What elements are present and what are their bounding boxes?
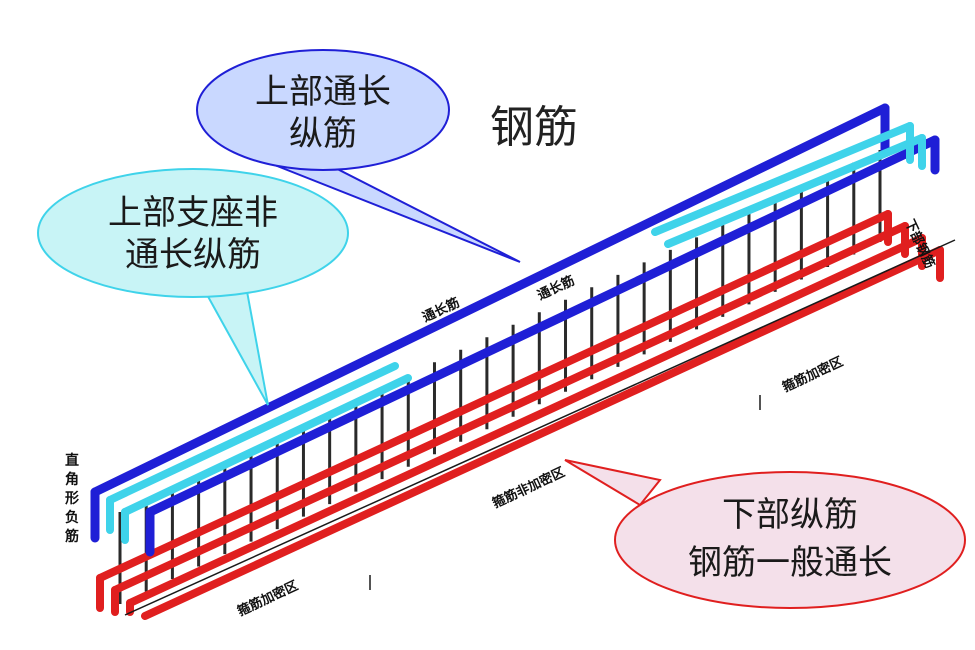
stirrup-dense-zone-label: 箍筋加密区 bbox=[780, 354, 846, 396]
svg-text:下部纵筋: 下部纵筋 bbox=[722, 495, 858, 535]
dimension-lines bbox=[124, 239, 956, 616]
diagram-title: 钢筋 bbox=[490, 102, 578, 153]
upper-support-bars bbox=[106, 122, 926, 544]
svg-text:形: 形 bbox=[65, 490, 79, 507]
svg-text:筋: 筋 bbox=[65, 528, 79, 545]
callout-lower: 下部纵筋 钢筋一般通长 bbox=[564, 459, 966, 609]
stirrup-dense-zone-label: 箍筋加密区 bbox=[235, 578, 301, 620]
corner-negative-bar-label: 直 角 形 负 筋 bbox=[65, 452, 79, 545]
svg-text:直: 直 bbox=[65, 452, 79, 469]
svg-text:纵筋: 纵筋 bbox=[289, 114, 357, 154]
lower-longitudinal-bars bbox=[96, 210, 944, 620]
svg-text:上部支座非: 上部支座非 bbox=[108, 193, 278, 233]
stirrup-non-dense-zone-label: 箍筋非加密区 bbox=[490, 464, 567, 511]
upper-continuous-bars bbox=[90, 103, 940, 557]
svg-text:角: 角 bbox=[65, 471, 79, 488]
callout-upper-continuous: 上部通长 纵筋 bbox=[196, 49, 521, 263]
svg-text:上部通长: 上部通长 bbox=[255, 72, 391, 112]
svg-text:负: 负 bbox=[65, 509, 79, 526]
svg-text:通长纵筋: 通长纵筋 bbox=[125, 235, 261, 275]
callout-upper-support: 上部支座非 通长纵筋 bbox=[37, 168, 349, 406]
svg-text:钢筋一般通长: 钢筋一般通长 bbox=[688, 543, 892, 583]
